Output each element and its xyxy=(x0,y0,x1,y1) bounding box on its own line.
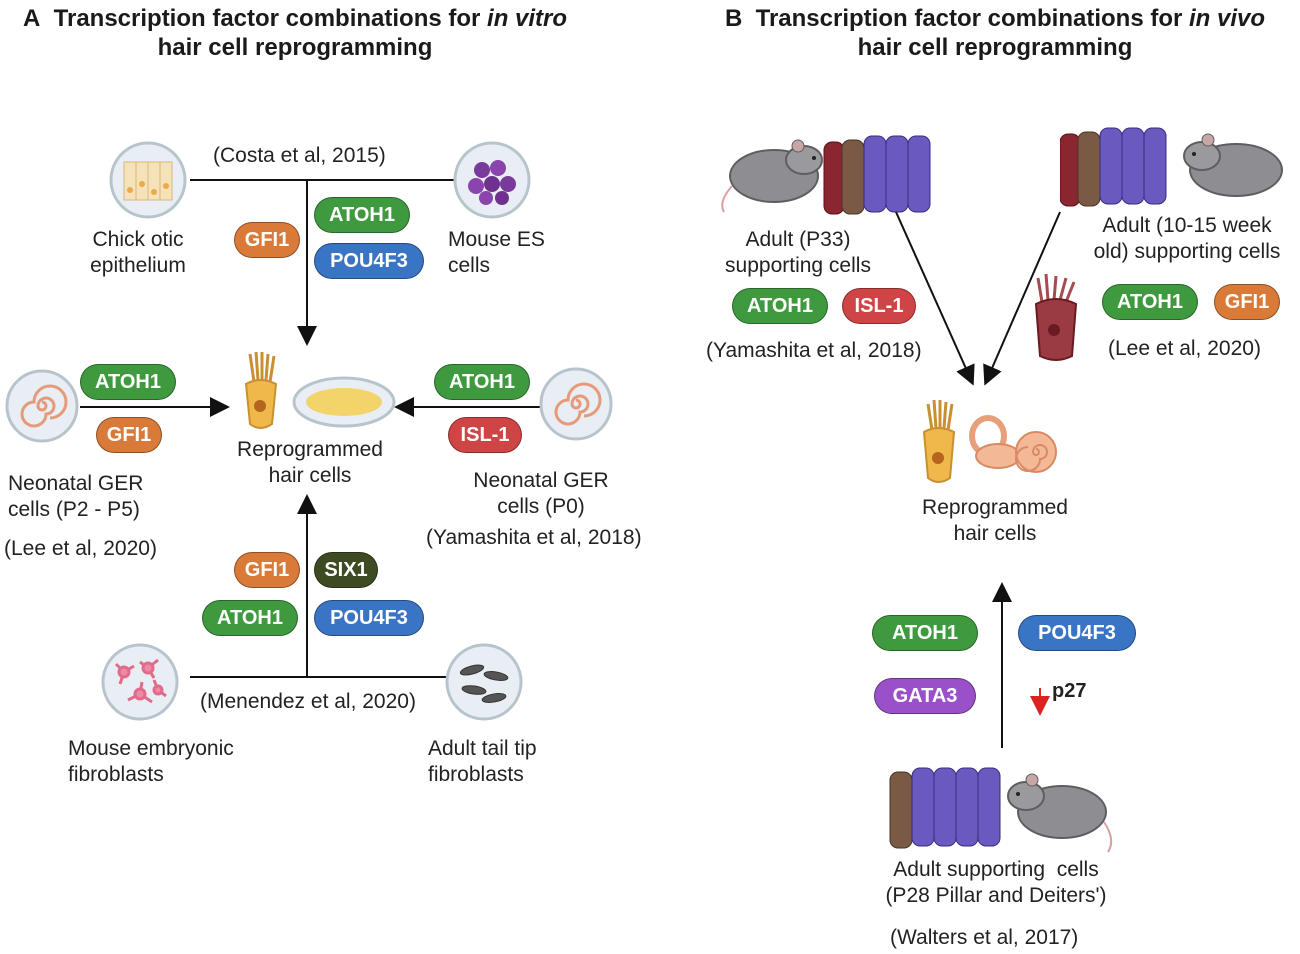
left-ger-label-line2: cells (P2 - P5) xyxy=(8,498,140,521)
factor-atoh1: ATOH1 xyxy=(1102,284,1198,320)
panel-a-title-line2: hair cell reprogramming xyxy=(157,34,433,61)
adult-p33-label: Adult (P33) supporting cells xyxy=(710,227,886,279)
menendez-citation: (Menendez et al, 2020) xyxy=(200,690,416,713)
factor-atoh1: ATOH1 xyxy=(202,600,298,636)
mouse-embryonic-fibroblasts-icon xyxy=(101,643,179,721)
factor-gfi1: GFI1 xyxy=(234,552,300,588)
chick-otic-label-line2: epithelium xyxy=(90,254,186,277)
factor-gfi1: GFI1 xyxy=(96,417,162,453)
mouse-es-label-line2: cells xyxy=(448,254,491,277)
adult-p33-label-line2: supporting cells xyxy=(725,254,871,277)
panel-a-title: A Transcription factor combinations for … xyxy=(0,4,590,62)
factor-atoh1: ATOH1 xyxy=(434,364,530,400)
adult-p33-label-line1: Adult (P33) xyxy=(745,228,851,251)
left-ger-label-line1: Neonatal GER xyxy=(8,472,144,495)
adult-10-15-week-label-line1: Adult (10-15 week xyxy=(1102,214,1272,237)
bottom-label-b-line1: Adult supporting cells xyxy=(893,858,1099,881)
lee-citation-b: (Lee et al, 2020) xyxy=(1108,337,1261,360)
reprogrammed-hair-cell-inner-ear-icon xyxy=(922,400,1057,483)
neonatal-ger-cochlea-icon-left xyxy=(5,369,79,443)
factor-pou4f3: POU4F3 xyxy=(1018,615,1136,651)
factor-gata3: GATA3 xyxy=(874,678,976,714)
chick-otic-epithelium-icon xyxy=(109,141,187,219)
factor-atoh1: ATOH1 xyxy=(732,288,828,324)
factor-isl1: ISL-1 xyxy=(448,417,522,453)
panel-b-title-line1: Transcription factor combinations for xyxy=(755,5,1190,32)
panel-a-letter: A xyxy=(22,5,41,32)
center-label-b-line1: Reprogrammed xyxy=(922,496,1068,519)
yamashita-citation-b: (Yamashita et al, 2018) xyxy=(706,339,922,362)
factor-isl1: ISL-1 xyxy=(842,288,916,324)
center-label-a: Reprogrammed hair cells xyxy=(220,437,400,489)
panel-b-title: B Transcription factor combinations for … xyxy=(700,4,1290,62)
costa-citation: (Costa et al, 2015) xyxy=(213,144,386,167)
factor-pou4f3: POU4F3 xyxy=(314,600,424,636)
right-ger-label: Neonatal GER cells (P0) xyxy=(458,468,624,520)
center-label-a-line2: hair cells xyxy=(268,464,352,487)
mef-label-line2: fibroblasts xyxy=(68,763,164,786)
center-label-b: Reprogrammed hair cells xyxy=(900,495,1090,547)
neonatal-ger-cochlea-icon-right xyxy=(539,367,613,441)
tail-tip-label-line2: fibroblasts xyxy=(428,763,524,786)
right-ger-label-line2: cells (P0) xyxy=(497,495,585,518)
supporting-cell-icon xyxy=(1034,273,1078,361)
p27-label: p27 xyxy=(1052,680,1087,702)
adult-10-15-week-label-line2: old) supporting cells xyxy=(1093,240,1281,263)
panel-b-title-emphasis: in vivo xyxy=(1189,5,1266,32)
chick-otic-label-line1: Chick otic xyxy=(92,228,184,251)
reprogrammed-hair-cell-icon xyxy=(244,352,396,429)
chick-otic-label: Chick otic epithelium xyxy=(68,227,208,279)
factor-gfi1: GFI1 xyxy=(1214,284,1280,320)
lee-citation-a: (Lee et al, 2020) xyxy=(4,537,157,560)
mef-label-line1: Mouse embryonic xyxy=(68,737,234,760)
yamashita-citation-a: (Yamashita et al, 2018) xyxy=(426,526,642,549)
left-ger-label: Neonatal GER cells (P2 - P5) xyxy=(8,471,143,523)
mouse-es-label-line1: Mouse ES xyxy=(448,228,545,251)
factor-atoh1: ATOH1 xyxy=(872,615,978,651)
panel-b-letter: B xyxy=(724,5,743,32)
tail-tip-label-line1: Adult tail tip xyxy=(428,737,537,760)
factor-gfi1: GFI1 xyxy=(234,222,300,258)
center-label-b-line2: hair cells xyxy=(953,522,1037,545)
walters-citation: (Walters et al, 2017) xyxy=(890,926,1079,949)
center-label-a-line1: Reprogrammed xyxy=(237,438,383,461)
adult-pillar-deiters-mouse-icon xyxy=(889,767,1113,853)
adult-tail-tip-fibroblasts-icon xyxy=(445,643,523,721)
panel-a-title-emphasis: in vitro xyxy=(487,5,568,32)
adult-10-15-week-mouse-supporting-cells-icon xyxy=(1060,127,1283,207)
bottom-label-b-line2: (P28 Pillar and Deiters') xyxy=(885,884,1107,907)
adult-10-15-week-label: Adult (10-15 week old) supporting cells xyxy=(1076,213,1298,265)
adult-p33-mouse-supporting-cells-icon xyxy=(721,135,931,215)
tail-tip-label: Adult tail tip fibroblasts xyxy=(428,736,537,788)
mef-label: Mouse embryonic fibroblasts xyxy=(68,736,234,788)
factor-atoh1: ATOH1 xyxy=(80,364,176,400)
factor-pou4f3: POU4F3 xyxy=(314,243,424,279)
factor-six1: SIX1 xyxy=(314,552,378,588)
bottom-label-b: Adult supporting cells (P28 Pillar and D… xyxy=(856,857,1136,909)
mouse-es-cells-icon xyxy=(453,141,531,219)
right-ger-label-line1: Neonatal GER xyxy=(473,469,609,492)
panel-b-title-line2: hair cell reprogramming xyxy=(857,34,1133,61)
panel-a-title-line1: Transcription factor combinations for xyxy=(53,5,488,32)
factor-atoh1: ATOH1 xyxy=(314,197,410,233)
mouse-es-label: Mouse ES cells xyxy=(448,227,545,279)
